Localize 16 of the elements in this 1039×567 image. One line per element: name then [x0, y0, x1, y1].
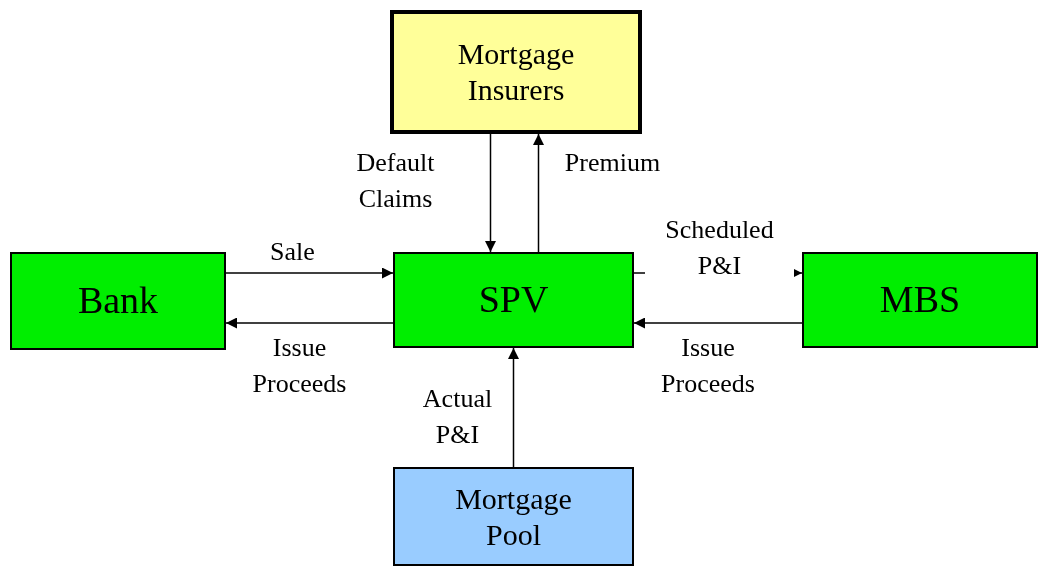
- arrow: [225, 317, 394, 329]
- insurer-box: [390, 10, 642, 134]
- node-label: Mortgage Insurers: [456, 36, 576, 108]
- node-label: MBS: [879, 277, 961, 323]
- node-label: SPV: [478, 277, 549, 323]
- arrow: [485, 133, 496, 253]
- arrow: [508, 347, 519, 468]
- node-label: Mortgage Pool: [454, 480, 573, 553]
- arrow: [533, 133, 544, 253]
- arrow: [225, 267, 394, 279]
- arrow: [633, 317, 803, 329]
- node-label: Bank: [77, 278, 159, 324]
- party-box: [10, 252, 226, 350]
- party-box: [393, 252, 634, 348]
- pool-box: [393, 467, 634, 566]
- party-box: [802, 252, 1038, 348]
